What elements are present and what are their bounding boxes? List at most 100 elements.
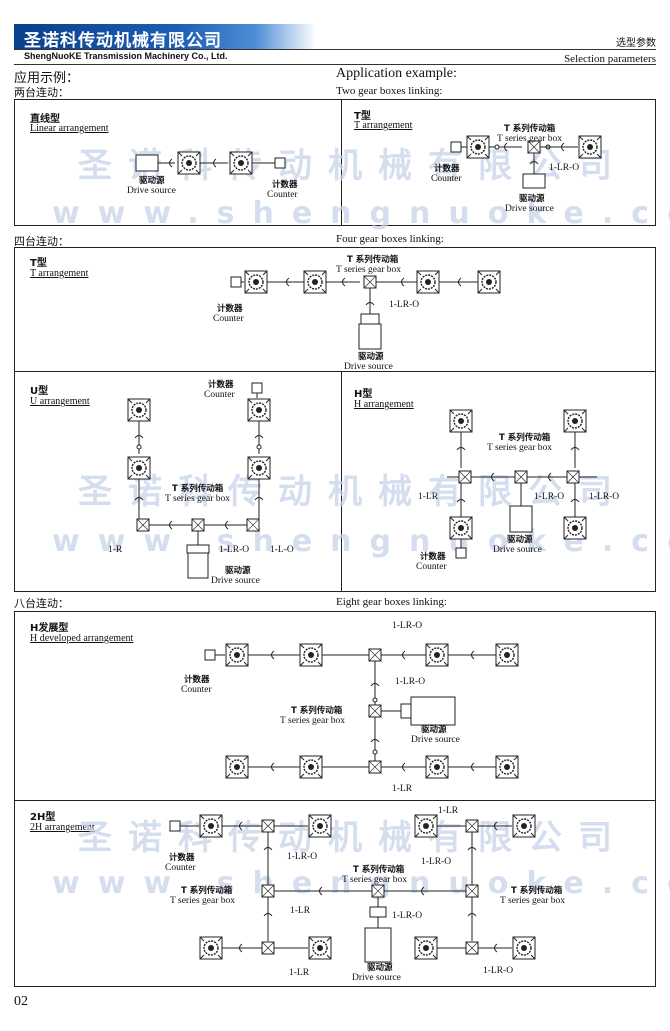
- gear-motor: [127, 398, 151, 422]
- coupling: [570, 499, 580, 503]
- gearbox: [368, 704, 382, 718]
- gearbox: [368, 648, 382, 662]
- gear-motor: [127, 456, 151, 480]
- tbox-label-cn: T 系列传动箱: [291, 706, 343, 716]
- bearing: [372, 749, 378, 755]
- panel-hdev-subtitle: H developed arrangement: [30, 633, 134, 644]
- counter-box: [274, 157, 286, 169]
- gearbox: [136, 518, 150, 532]
- drive-label-en: Drive source: [493, 545, 542, 555]
- gear-motor: [299, 755, 323, 779]
- shaft-code-label: 1-LR-O: [389, 300, 420, 310]
- drive-source: [135, 154, 159, 172]
- coupling: [561, 142, 565, 152]
- coupling: [239, 821, 243, 831]
- coupling: [134, 435, 144, 439]
- drive-source: [400, 703, 412, 719]
- counter-label-cn: 计数器: [434, 164, 460, 174]
- tbox-label-cn: T 系列传动箱: [504, 124, 556, 134]
- panel-u4-subtitle: U arrangement: [30, 396, 90, 407]
- gear-motor: [247, 456, 271, 480]
- group-two-en: Two gear boxes linking:: [336, 85, 443, 97]
- section-title-cn: 选型参数: [616, 38, 656, 49]
- shaft-code-label: 1-LR-O: [421, 857, 452, 867]
- coupling: [467, 913, 477, 917]
- tbox-label-cn: T 系列传动箱: [172, 484, 224, 494]
- gear-motor: [563, 409, 587, 433]
- shaft-code-label: 1-L-O: [270, 545, 294, 555]
- panel-t4-title: T型: [30, 258, 47, 269]
- coupling: [529, 161, 539, 165]
- tbox-label-en: T series gear box: [342, 875, 407, 885]
- coupling: [254, 497, 264, 501]
- gear-motor: [414, 936, 438, 960]
- group-four-cn: 四台连动：: [14, 235, 69, 248]
- counter-box: [450, 141, 462, 153]
- drive-source: [360, 313, 380, 325]
- drive-label-cn: 驱动源: [507, 535, 533, 545]
- tbox-label-cn: T 系列传动箱: [347, 255, 399, 265]
- drive-label-cn: 驱动源: [421, 725, 447, 735]
- watermark-url: www.shengnuoke.com: [52, 196, 670, 231]
- counter-label-cn: 计数器: [217, 304, 243, 314]
- panel-t2-subtitle: T arrangement: [354, 120, 413, 131]
- coupling: [271, 762, 275, 772]
- coupling: [263, 913, 273, 917]
- coupling: [494, 821, 498, 831]
- gear-motor: [199, 936, 223, 960]
- drive-source: [410, 696, 456, 726]
- counter-label-cn: 计数器: [184, 675, 210, 685]
- drive-source: [369, 906, 387, 918]
- gearbox: [465, 884, 479, 898]
- counter-box: [230, 276, 242, 288]
- panel-t4-subtitle: T arrangement: [30, 268, 89, 279]
- counter-label-cn: 计数器: [208, 380, 234, 390]
- gear-motor: [578, 135, 602, 159]
- panel-2h-subtitle: 2H arrangement: [30, 822, 95, 833]
- gear-motor: [449, 516, 473, 540]
- drive-label-cn: 驱动源: [519, 194, 545, 204]
- counter-box: [204, 649, 216, 661]
- coupling: [370, 683, 380, 687]
- gear-motor: [308, 814, 332, 838]
- panel-t2-title: T型: [354, 111, 371, 122]
- shaft-code-label: 1-LR-O: [395, 677, 426, 687]
- counter-label-en: Counter: [416, 562, 447, 572]
- drive-source: [358, 323, 382, 350]
- panel-h4-title: H型: [354, 389, 373, 400]
- gear-motor: [303, 270, 327, 294]
- panel-hdev-title: H发展型: [30, 623, 69, 634]
- counter-label-en: Counter: [204, 390, 235, 400]
- gear-motor: [425, 643, 449, 667]
- coupling: [271, 650, 275, 660]
- gearbox: [465, 941, 479, 955]
- gear-motor: [244, 270, 268, 294]
- coupling: [134, 497, 144, 501]
- shaft-code-label: 1-LR: [438, 806, 459, 816]
- drive-label-en: Drive source: [344, 362, 393, 372]
- tbox-label-cn: T 系列传动箱: [181, 886, 233, 896]
- gear-motor: [225, 643, 249, 667]
- shaft-code-label: 1-LR-O: [392, 621, 423, 631]
- coupling: [342, 277, 346, 287]
- gear-motor: [449, 409, 473, 433]
- shaft-code-label: 1-LR: [289, 968, 310, 978]
- bearing: [494, 144, 500, 150]
- coupling: [471, 650, 475, 660]
- gearbox: [566, 470, 580, 484]
- shaft-code-label: 1-LR-O: [589, 492, 620, 502]
- gear-motor: [229, 151, 253, 175]
- tbox-label-en: T series gear box: [336, 265, 401, 275]
- panel-linear-subtitle: Linear arrangement: [30, 123, 109, 134]
- coupling: [169, 158, 173, 168]
- drive-source: [187, 552, 209, 579]
- brand-name-en: ShengNuoKE Transmission Machinery Co., L…: [24, 51, 228, 61]
- counter-label-en: Counter: [181, 685, 212, 695]
- coupling: [402, 650, 406, 660]
- shaft-code-label: 1-LR: [392, 784, 413, 794]
- panel-t2: [341, 99, 656, 226]
- coupling: [402, 762, 406, 772]
- drive-source: [509, 505, 533, 533]
- coupling: [263, 847, 273, 851]
- group-two-cn: 两台连动：: [14, 86, 69, 99]
